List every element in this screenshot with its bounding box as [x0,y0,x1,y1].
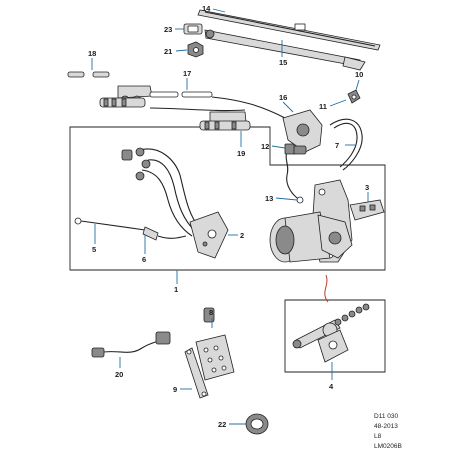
callout-label-13: 13 [265,194,273,203]
callout-10: 10 [355,70,363,91]
reference-code: D11 030 [374,413,399,420]
wheelbox-bracket-upper [99,85,213,108]
motor-harness [121,147,201,237]
washer-pump-harness [91,331,171,358]
callout-8: 8 [209,308,213,328]
callout-label-4: 4 [329,382,334,391]
callout-7: 7 [335,141,355,150]
nut [187,41,204,58]
harness-connector-plate [189,211,229,259]
callout-15: 15 [279,40,287,67]
callout-11: 11 [319,99,347,111]
callout-14: 14 [202,4,226,13]
callout-label-21: 21 [164,47,172,56]
gear-kit [292,303,370,363]
inset-frame [284,299,386,373]
callout-22: 22 [218,420,246,429]
wiper-motor [269,179,353,263]
motor-to-inset-link [324,274,329,303]
callout-label-22: 22 [218,420,226,429]
callout-21: 21 [164,47,188,56]
wheelbox [282,109,323,155]
wheelbox-bracket-lower [149,96,286,131]
callout-label-10: 10 [355,70,363,79]
callout-17: 17 [183,69,191,90]
washer-link-arm [184,347,209,399]
assembly-frame [69,126,386,271]
grommet [245,413,269,435]
tube-pieces [67,71,110,78]
callout-label-3: 3 [365,183,369,192]
callout-16: 16 [279,93,294,113]
callout-6: 6 [142,235,146,264]
callout-label-7: 7 [335,141,339,150]
callout-label-5: 5 [92,245,96,254]
model-code: L8 [374,433,382,440]
callout-9: 9 [173,385,192,394]
callout-12: 12 [261,142,286,151]
callout-13: 13 [265,194,298,203]
wiper-arm [204,29,366,71]
clip [347,89,361,104]
callout-label-16: 16 [279,93,287,102]
callout-18: 18 [88,49,96,70]
diagram-date: 48-2013 [374,423,398,430]
callout-label-8: 8 [209,308,213,317]
strap [329,118,363,171]
image-id: LM0206B [374,443,402,450]
callout-label-12: 12 [261,142,269,151]
callout-label-15: 15 [279,58,287,67]
callout-label-9: 9 [173,385,177,394]
callout-label-2: 2 [240,231,244,240]
callout-5: 5 [92,224,96,254]
callout-3: 3 [365,183,369,202]
callout-label-18: 18 [88,49,96,58]
callout-label-14: 14 [202,4,211,13]
callout-20: 20 [115,357,123,379]
callout-label-11: 11 [319,102,327,111]
callout-1: 1 [174,270,178,294]
callout-4: 4 [329,362,334,391]
callout-19: 19 [237,131,245,158]
callout-label-1: 1 [174,285,178,294]
callout-2: 2 [228,231,244,240]
callout-label-20: 20 [115,370,123,379]
washer-pump-mount [195,307,235,381]
earth-cable [74,217,187,241]
callout-label-17: 17 [183,69,191,78]
callout-label-23: 23 [164,25,172,34]
harness-connector [284,143,304,204]
diagram-footer: D11 030 48-2013 L8 LM0206B [374,412,444,452]
nut-cover [183,23,203,35]
callout-23: 23 [164,25,184,34]
callout-label-6: 6 [142,255,146,264]
motor-cover-plate [349,199,385,221]
callout-label-19: 19 [237,149,245,158]
wiper-blade [197,9,381,51]
